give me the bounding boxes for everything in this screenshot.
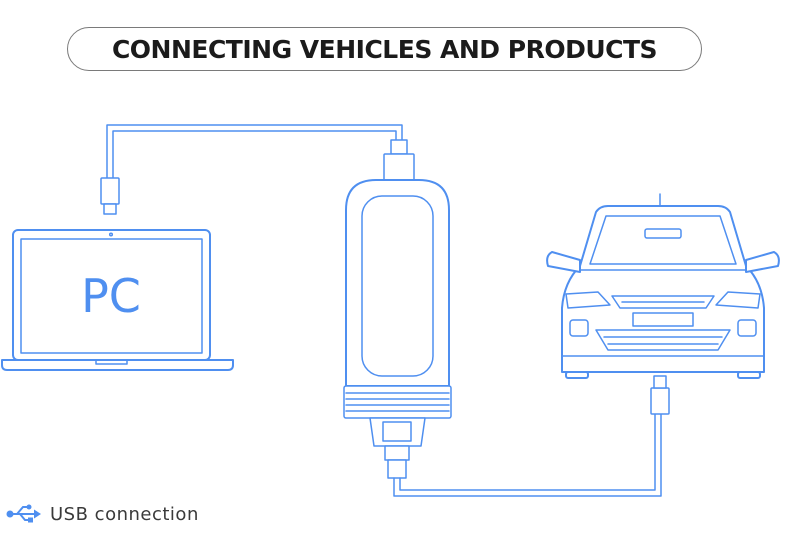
obd-cable (393, 375, 670, 497)
pc-label: PC (81, 269, 141, 323)
title-banner: CONNECTING VEHICLES AND PRODUCTS (67, 27, 702, 71)
usb-icon (6, 504, 41, 523)
car-icon (546, 193, 780, 379)
laptop-icon (1, 229, 234, 371)
obd-interface-icon (343, 179, 452, 479)
usb-cable (100, 124, 415, 215)
legend-label: USB connection (50, 503, 199, 525)
legend: USB connection (6, 503, 199, 525)
diagram-title: CONNECTING VEHICLES AND PRODUCTS (111, 34, 658, 64)
